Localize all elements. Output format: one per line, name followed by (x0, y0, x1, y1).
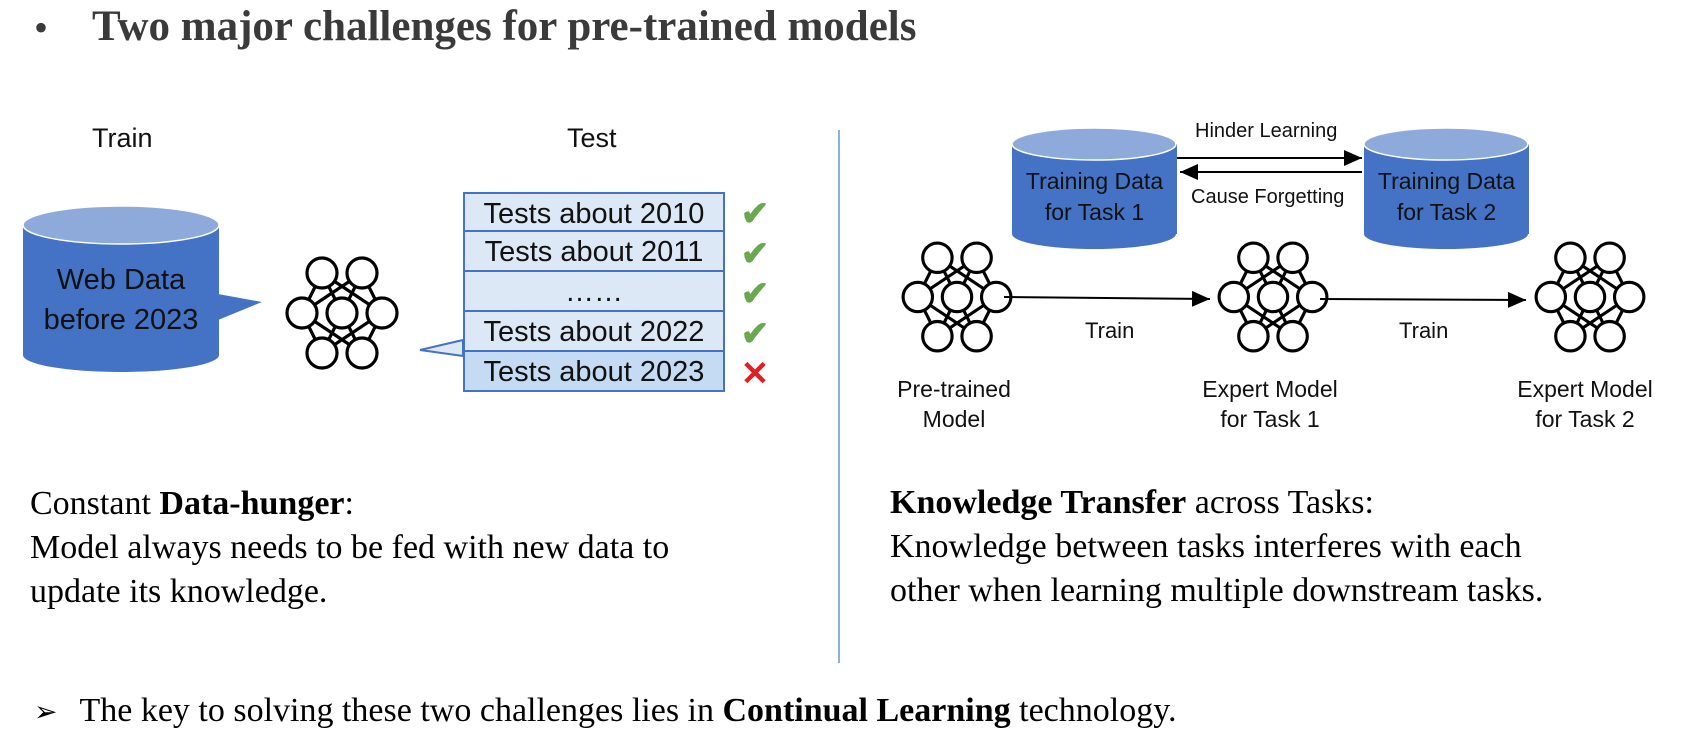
test-row: Tests about 2023 (463, 352, 725, 392)
network-node (1295, 280, 1329, 314)
expert-model-1-line1: Expert Model (1202, 376, 1338, 402)
training-data-1-text: Training Data for Task 1 (1012, 166, 1177, 228)
network-node (921, 241, 954, 275)
pretrained-model-line1: Pre-trained (897, 376, 1011, 402)
web-data-text: Web Data before 2023 (23, 260, 219, 340)
network-node (1276, 241, 1309, 275)
knowledge-transfer-paragraph: Knowledge Transfer across Tasks: Knowled… (890, 481, 1543, 613)
data-hunger-prefix: Constant (30, 485, 160, 522)
network-node (940, 280, 974, 314)
expert-model-2-line1: Expert Model (1517, 376, 1653, 402)
expert-model-1-line2: for Task 1 (1220, 406, 1320, 432)
network-node (345, 256, 379, 290)
data-hunger-line2: update its knowledge. (30, 573, 328, 610)
network-node (960, 319, 993, 353)
network-node (1534, 280, 1568, 314)
network-node (345, 336, 379, 370)
slide-title: Two major challenges for pre-trained mod… (92, 3, 917, 50)
network-node (325, 296, 359, 330)
network-node (1256, 280, 1290, 314)
knowledge-transfer-line2: other when learning multiple downstream … (890, 572, 1544, 609)
pretrained-model-line2: Model (922, 406, 986, 432)
train-arrow-2 (1319, 291, 1527, 308)
section-divider (838, 130, 840, 663)
web-data-line2: before 2023 (43, 304, 199, 336)
network-node (1237, 319, 1270, 353)
cross-icon: ✕ (740, 355, 770, 393)
check-icon: ✔ (740, 195, 770, 233)
expert-model-2-line2: for Task 2 (1535, 406, 1635, 432)
test-callout-pointer (419, 338, 464, 358)
train-label-2: Train (1399, 318, 1449, 343)
footer-suffix: technology. (1010, 692, 1177, 729)
training-data-2-text: Training Data for Task 2 (1364, 166, 1529, 228)
network-node (285, 296, 319, 330)
train-arrow-1 (1003, 290, 1211, 307)
web-data-line1: Web Data (56, 264, 186, 296)
network-node (1276, 319, 1309, 353)
cause-forgetting-label: Cause Forgetting (1191, 186, 1345, 208)
data-hunger-heading: Data-hunger (159, 485, 345, 522)
knowledge-transfer-line1: Knowledge between tasks interferes with … (890, 528, 1522, 565)
footer-arrow-icon: ➢ (34, 697, 58, 728)
network-node (1593, 319, 1626, 353)
test-row: Tests about 2011 (463, 232, 725, 272)
hinder-learning-label: Hinder Learning (1195, 120, 1338, 142)
test-row: Tests about 2022 (463, 312, 725, 352)
expert-model-1-network-icon (1217, 241, 1329, 353)
knowledge-transfer-suffix: across Tasks: (1186, 484, 1374, 521)
training-data-1-cylinder (1011, 127, 1177, 249)
test-row: Tests about 2010 (463, 192, 725, 232)
network-node (1593, 241, 1626, 275)
network-node (921, 319, 954, 353)
expert-model-2-label: Expert Model for Task 2 (1505, 374, 1665, 434)
training-data-2-cylinder (1363, 127, 1529, 249)
title-bullet: • (34, 5, 49, 50)
training-data-1-line2: for Task 1 (1044, 199, 1145, 225)
network-node (901, 280, 935, 314)
network-node (365, 296, 399, 330)
footer-bold: Continual Learning (722, 692, 1011, 729)
data-hunger-colon: : (344, 485, 354, 522)
network-node (960, 241, 993, 275)
check-icon: ✔ (740, 275, 770, 313)
training-data-2-line1: Training Data (1377, 168, 1516, 194)
knowledge-transfer-heading: Knowledge Transfer (890, 484, 1187, 521)
network-node (1573, 280, 1607, 314)
train-label-1: Train (1085, 318, 1135, 343)
check-icon: ✔ (740, 315, 770, 353)
test-status-column: ✔ ✔ ✔ ✔ ✕ (735, 194, 775, 394)
network-node (1554, 319, 1587, 353)
check-icon: ✔ (740, 235, 770, 273)
expert-model-2-network-icon (1534, 241, 1646, 353)
footer-statement: ➢ The key to solving these two challenges… (34, 692, 1177, 730)
pretrained-model-label: Pre-trained Model (884, 374, 1024, 434)
neural-network-icon (285, 256, 399, 370)
test-label: Test (567, 123, 617, 153)
train-label: Train (92, 123, 153, 153)
pretrained-model-network-icon (901, 241, 1013, 353)
footer-prefix: The key to solving these two challenges … (79, 692, 723, 729)
test-list: Tests about 2010 Tests about 2011 …… Tes… (463, 192, 725, 392)
data-hunger-line1: Model always needs to be fed with new da… (30, 529, 670, 566)
test-row: …… (463, 272, 725, 312)
web-data-cylinder (22, 205, 262, 372)
network-node (1237, 241, 1270, 275)
data-hunger-paragraph: Constant Data-hunger: Model always needs… (30, 482, 669, 614)
network-node (305, 256, 339, 290)
network-node (305, 336, 339, 370)
network-node (1554, 241, 1587, 275)
expert-model-1-label: Expert Model for Task 1 (1190, 374, 1350, 434)
network-node (1612, 280, 1646, 314)
training-data-2-line2: for Task 2 (1396, 199, 1497, 225)
training-data-1-line1: Training Data (1025, 168, 1164, 194)
network-node (1217, 280, 1251, 314)
